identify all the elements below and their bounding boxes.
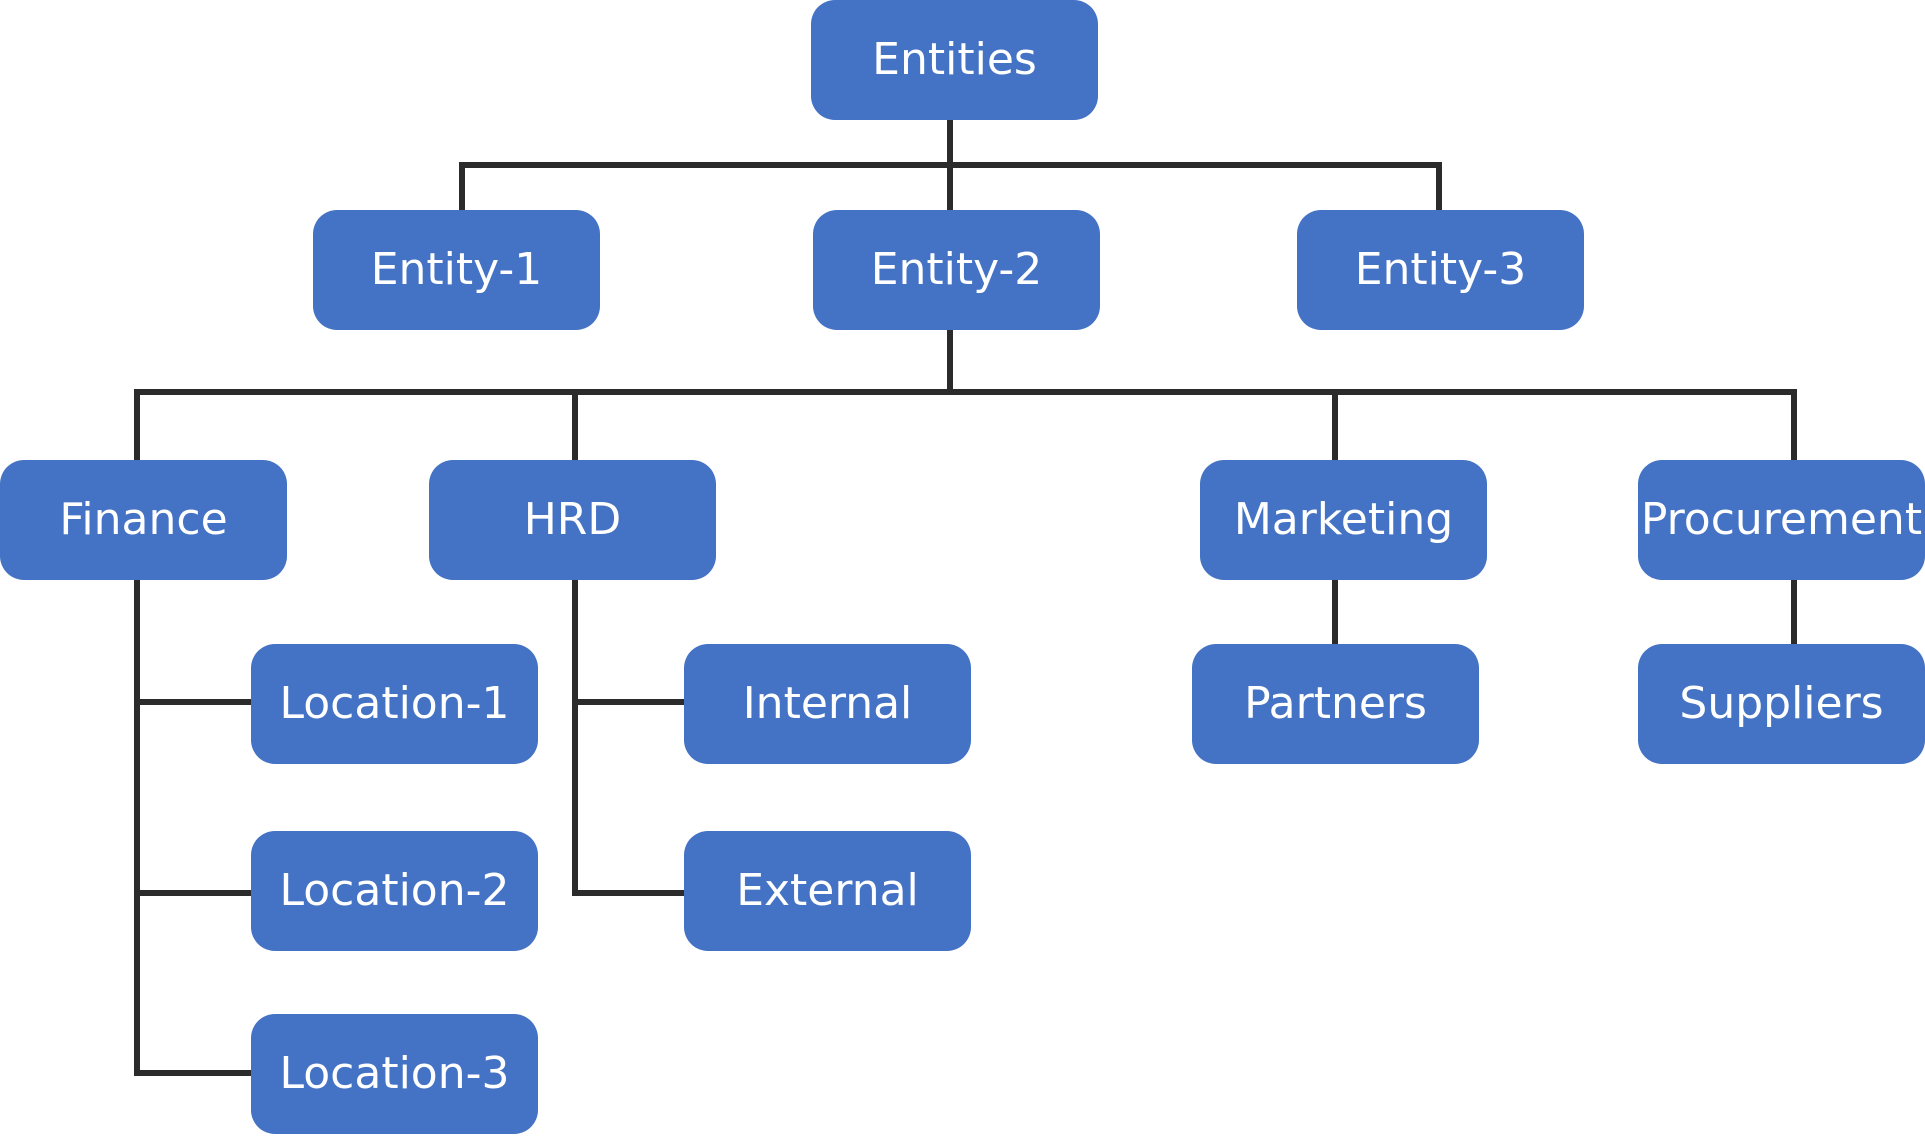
node-label: Internal bbox=[742, 678, 913, 729]
node-label: Location-2 bbox=[279, 865, 510, 916]
node-suppliers: Suppliers bbox=[1638, 644, 1925, 764]
node-label: Partners bbox=[1244, 678, 1427, 729]
node-label: HRD bbox=[523, 494, 622, 545]
node-entity-1: Entity-1 bbox=[313, 210, 600, 330]
node-label: Entity-2 bbox=[870, 244, 1043, 295]
node-internal: Internal bbox=[684, 644, 971, 764]
node-external: External bbox=[684, 831, 971, 951]
node-label: Entities bbox=[872, 34, 1037, 85]
node-entity-2: Entity-2 bbox=[813, 210, 1100, 330]
node-label: Entity-3 bbox=[1354, 244, 1527, 295]
node-label: Location-3 bbox=[279, 1048, 510, 1099]
node-label: Location-1 bbox=[279, 678, 510, 729]
node-label: Suppliers bbox=[1679, 678, 1884, 729]
node-finance: Finance bbox=[0, 460, 287, 580]
node-location-2: Location-2 bbox=[251, 831, 538, 951]
node-procurement: Procurement bbox=[1638, 460, 1925, 580]
node-label: Entity-1 bbox=[370, 244, 543, 295]
node-location-1: Location-1 bbox=[251, 644, 538, 764]
node-label: Marketing bbox=[1233, 494, 1454, 545]
node-entity-3: Entity-3 bbox=[1297, 210, 1584, 330]
node-label: Finance bbox=[59, 494, 228, 545]
node-location-3: Location-3 bbox=[251, 1014, 538, 1134]
node-marketing: Marketing bbox=[1200, 460, 1487, 580]
node-entities: Entities bbox=[811, 0, 1098, 120]
node-label: Procurement bbox=[1640, 494, 1923, 545]
node-hrd: HRD bbox=[429, 460, 716, 580]
node-partners: Partners bbox=[1192, 644, 1479, 764]
node-label: External bbox=[736, 865, 919, 916]
